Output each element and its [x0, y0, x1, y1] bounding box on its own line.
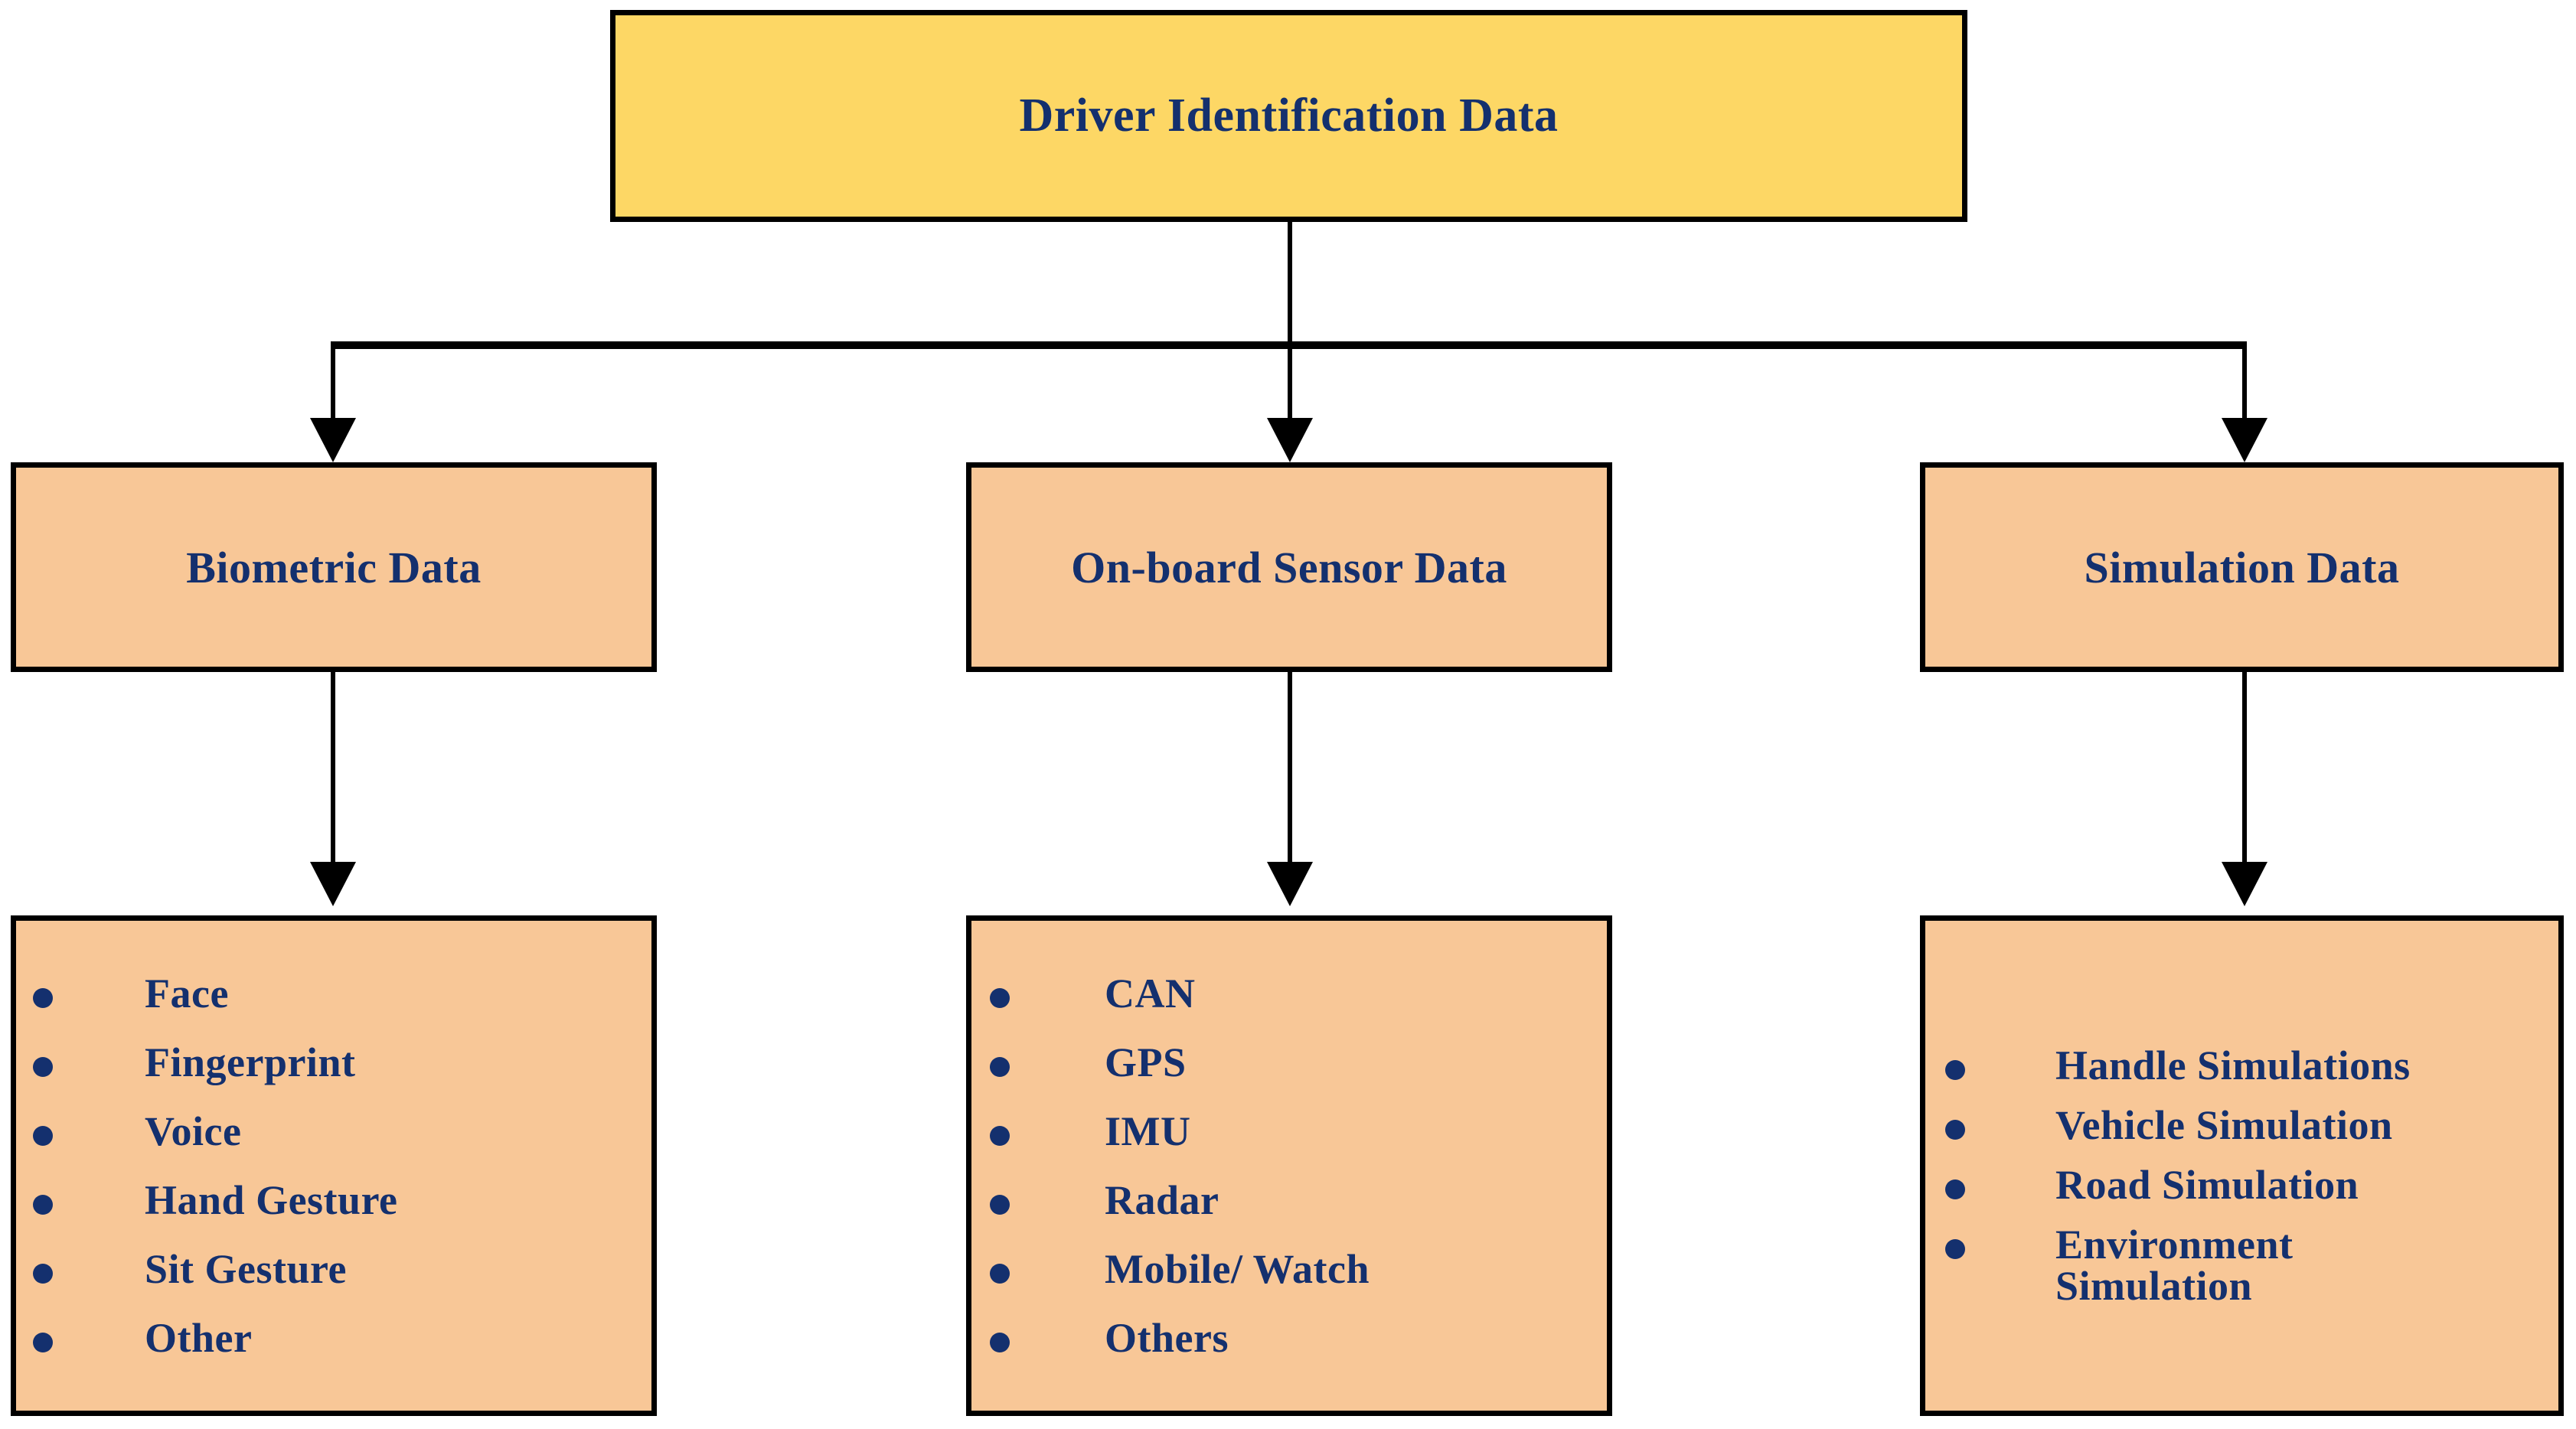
- arrowhead-biometric-list: [310, 862, 356, 906]
- list-item: Others: [971, 1303, 1607, 1372]
- bullet-dot-icon: [1945, 1120, 1965, 1140]
- bullet-dot-icon: [33, 1126, 53, 1146]
- edge-biometric-to-list: [331, 672, 335, 868]
- bullet-dot-icon: [990, 1333, 1010, 1352]
- list-item-label: GPS: [1105, 1039, 1187, 1085]
- node-driver-identification-data: Driver Identification Data: [610, 10, 1967, 222]
- node-biometric-label: Biometric Data: [186, 542, 482, 592]
- bullet-dot-icon: [33, 1264, 53, 1284]
- node-root-label: Driver Identification Data: [1019, 90, 1559, 142]
- arrowhead-simulation-list: [2222, 862, 2267, 906]
- listbox-onboard-sensor-data: CAN GPS IMU Radar Mobile/ Watch Others: [966, 915, 1612, 1416]
- node-onboard-sensor-data: On-board Sensor Data: [966, 462, 1612, 672]
- bullet-dot-icon: [1945, 1060, 1965, 1080]
- bullet-list-biometric: Face Fingerprint Voice Hand Gesture Sit …: [16, 921, 651, 1411]
- bullet-dot-icon: [1945, 1239, 1965, 1259]
- list-item: Face: [16, 959, 651, 1028]
- node-simulation-label: Simulation Data: [2084, 542, 2400, 592]
- list-item: Mobile/ Watch: [971, 1235, 1607, 1303]
- bullet-dot-icon: [1945, 1179, 1965, 1199]
- bullet-dot-icon: [33, 1195, 53, 1215]
- bullet-dot-icon: [33, 988, 53, 1008]
- list-item-label: Vehicle Simulation: [2055, 1102, 2393, 1148]
- bullet-dot-icon: [990, 1126, 1010, 1146]
- list-item-label: Voice: [145, 1108, 242, 1154]
- list-item-label: Other: [145, 1315, 253, 1361]
- list-item-label: Handle Simulations: [2055, 1042, 2411, 1088]
- list-item: Radar: [971, 1166, 1607, 1235]
- bullet-dot-icon: [33, 1057, 53, 1077]
- listbox-simulation-data: Handle Simulations Vehicle Simulation Ro…: [1920, 915, 2564, 1416]
- list-item-label: Road Simulation: [2055, 1162, 2359, 1208]
- list-item: Road Simulation: [1925, 1155, 2558, 1215]
- list-item: IMU: [971, 1097, 1607, 1166]
- list-item-label: Face: [145, 971, 229, 1016]
- list-item: Handle Simulations: [1925, 1036, 2558, 1095]
- list-item: Environment Simulation: [1925, 1215, 2558, 1316]
- list-item-label: CAN: [1105, 971, 1196, 1016]
- list-item-label: Sit Gesture: [145, 1246, 347, 1292]
- bullet-dot-icon: [990, 988, 1010, 1008]
- list-item-label: Hand Gesture: [145, 1177, 398, 1223]
- list-item-label: Others: [1105, 1315, 1229, 1361]
- edge-bus-to-sensor: [1288, 341, 1292, 426]
- edge-bus-to-biometric: [331, 341, 335, 426]
- list-item-label: Mobile/ Watch: [1105, 1246, 1370, 1292]
- arrowhead-biometric: [310, 418, 356, 462]
- list-item: Fingerprint: [16, 1028, 651, 1097]
- bullet-dot-icon: [990, 1057, 1010, 1077]
- list-item: Other: [16, 1303, 651, 1372]
- edge-root-trunk: [1288, 222, 1292, 346]
- list-item: Hand Gesture: [16, 1166, 651, 1235]
- edge-bus-to-simulation: [2242, 341, 2247, 426]
- edge-simulation-to-list: [2242, 672, 2247, 868]
- arrowhead-simulation: [2222, 418, 2267, 462]
- arrowhead-sensor: [1267, 418, 1313, 462]
- list-item: Vehicle Simulation: [1925, 1095, 2558, 1155]
- list-item-label: Environment Simulation: [2055, 1222, 2294, 1309]
- edge-sensor-to-list: [1288, 672, 1292, 868]
- bullet-dot-icon: [33, 1333, 53, 1352]
- bullet-dot-icon: [990, 1195, 1010, 1215]
- list-item: Sit Gesture: [16, 1235, 651, 1303]
- list-item-label: IMU: [1105, 1108, 1191, 1154]
- node-biometric-data: Biometric Data: [11, 462, 657, 672]
- arrowhead-sensor-list: [1267, 862, 1313, 906]
- node-sensor-label: On-board Sensor Data: [1071, 542, 1507, 592]
- node-simulation-data: Simulation Data: [1920, 462, 2564, 672]
- bullet-dot-icon: [990, 1264, 1010, 1284]
- list-item: CAN: [971, 959, 1607, 1028]
- listbox-biometric-data: Face Fingerprint Voice Hand Gesture Sit …: [11, 915, 657, 1416]
- bullet-list-simulation: Handle Simulations Vehicle Simulation Ro…: [1925, 921, 2558, 1411]
- bullet-list-sensor: CAN GPS IMU Radar Mobile/ Watch Others: [971, 921, 1607, 1411]
- list-item-label: Radar: [1105, 1177, 1219, 1223]
- list-item: GPS: [971, 1028, 1607, 1097]
- list-item-label: Fingerprint: [145, 1039, 356, 1085]
- list-item: Voice: [16, 1097, 651, 1166]
